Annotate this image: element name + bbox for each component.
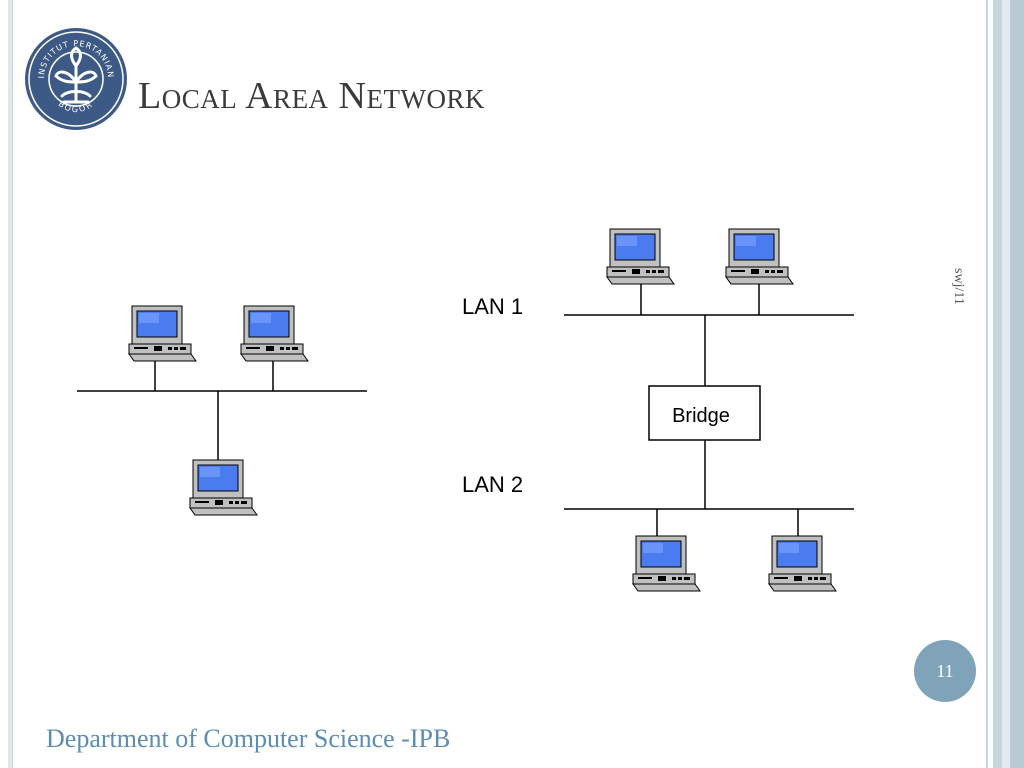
side-note: swj/11 bbox=[951, 268, 966, 305]
ipb-logo: INSTITUT PERTANIAN BOGOR bbox=[25, 28, 127, 130]
bridged-network: Bridge LAN 1 LAN 2 bbox=[462, 228, 854, 592]
desktop-computer-icon bbox=[632, 535, 701, 592]
lan1-label: LAN 1 bbox=[462, 294, 523, 319]
footer-text: Department of Computer Science -IPB bbox=[46, 724, 451, 753]
slide-title: Local Area Network bbox=[138, 75, 485, 117]
page-number-badge: 11 bbox=[914, 640, 976, 702]
desktop-computer-icon bbox=[768, 535, 837, 592]
lan2-label: LAN 2 bbox=[462, 472, 523, 497]
desktop-computer-icon bbox=[189, 459, 258, 516]
left-decorative-rail bbox=[0, 0, 13, 768]
left-network bbox=[77, 305, 367, 516]
bridge-box bbox=[648, 385, 761, 441]
desktop-computer-icon bbox=[606, 228, 675, 285]
bridge-label: Bridge bbox=[672, 405, 730, 427]
right-decorative-rail bbox=[980, 0, 1024, 768]
desktop-computer-icon bbox=[240, 305, 309, 362]
page-number: 11 bbox=[936, 660, 954, 681]
logo-plant-emblem bbox=[54, 46, 98, 104]
desktop-computer-icon bbox=[128, 305, 197, 362]
desktop-computer-icon bbox=[725, 228, 794, 285]
